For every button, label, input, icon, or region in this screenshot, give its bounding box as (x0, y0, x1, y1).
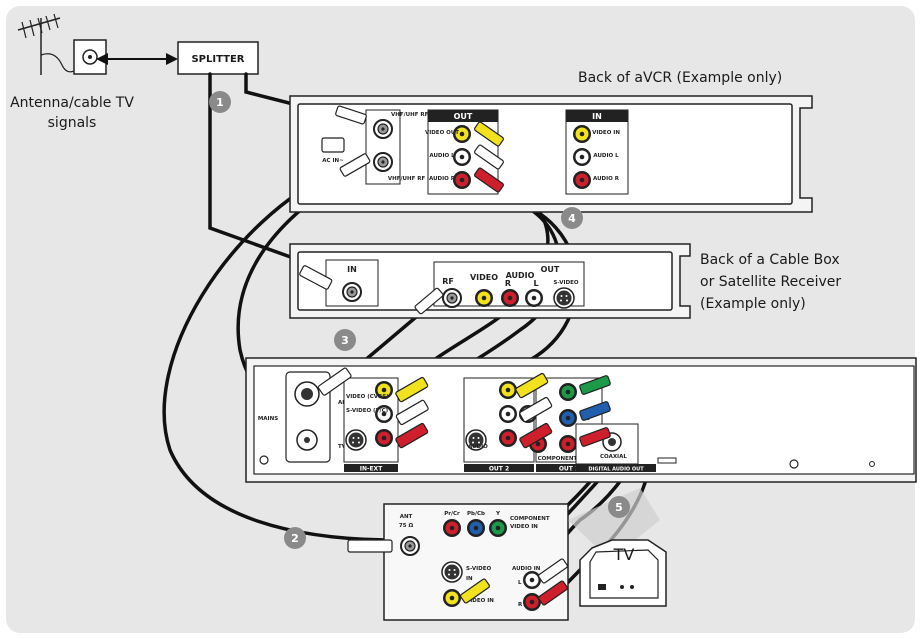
recorder-digital-audio-label: DIGITAL AUDIO OUT (588, 467, 644, 473)
tv-r-label: R (518, 602, 523, 608)
vcr-rf-out-label: VHF/UHF RF OUT (388, 176, 440, 182)
cablebox-out-label: OUT (541, 265, 560, 274)
svg-text:1: 1 (216, 96, 224, 109)
vcr-audio-r-label: AUDIO R (429, 176, 456, 182)
signal-arrow-icon (96, 53, 178, 65)
svg-text:5: 5 (615, 501, 623, 514)
tv-audioin-label: AUDIO IN (512, 566, 541, 572)
recorder-plugs (317, 367, 611, 449)
tv-y-label: Y (495, 511, 501, 517)
svg-text:3: 3 (341, 334, 349, 347)
tv-highlight (568, 488, 660, 560)
tv-videoin-label: VIDEO IN (466, 598, 494, 604)
vcr-video-in-label: VIDEO IN (592, 130, 620, 136)
vcr-title: Back of aVCR (Example only) (578, 70, 782, 86)
cablebox-device: IN RF VIDEO AUDIO R L OUT S-VIDEO (289, 243, 691, 319)
recorder-audio-label: AUDIO (468, 444, 488, 450)
recorder-out1-label: OUT 1 (559, 466, 579, 473)
tv-svideo-label-2: IN (466, 576, 473, 582)
recorder-mains-label: MAINS (258, 416, 278, 422)
cablebox-audio-label: AUDIO (506, 271, 535, 280)
tv-panel: ANT 75 Ω Pr/Cr Pb/Cb Y COMPONENT VIDEO I… (347, 503, 569, 621)
tv-component-label-1: COMPONENT (510, 516, 550, 522)
vcr-device: VHF/UHF RF IN VHF/UHF RF OUT AC IN~ OUT … (289, 95, 813, 213)
svg-text:2: 2 (291, 532, 299, 545)
step-badge-3: 3 (334, 329, 356, 351)
step-badge-2: 2 (284, 527, 306, 549)
ac-socket-icon (321, 137, 345, 153)
recorder-tv-label: TV (338, 444, 347, 450)
cablebox-l-label: L (533, 279, 538, 288)
recorder-out2-label: OUT 2 (489, 466, 509, 473)
svg-text:4: 4 (568, 212, 576, 225)
vcr-in-audio-l-label: AUDIO L (593, 153, 619, 159)
tv-label: TV (613, 545, 635, 564)
tv-l-label: L (518, 580, 522, 586)
antenna-label-line1: Antenna/cable TV (10, 95, 134, 111)
vcr-ac-label: AC IN~ (322, 158, 344, 164)
vcr-plugs (335, 105, 504, 193)
recorder-component-label: COMPONENT VIDEO (538, 456, 599, 462)
splitter-box: SPLITTER (177, 41, 259, 75)
cablebox-rf-label: RF (442, 277, 454, 286)
step-badge-1: 1 (209, 91, 231, 113)
tv-ohm-label: 75 Ω (399, 523, 414, 529)
cablebox-title-line3: (Example only) (700, 296, 806, 312)
antenna-label-line2: signals (48, 115, 97, 131)
vcr-out-header: OUT (454, 112, 473, 121)
vcr-in-header: IN (592, 112, 602, 121)
step-badge-4: 4 (561, 207, 583, 229)
cablebox-title-line1: Back of a Cable Box (700, 252, 840, 268)
tv-component-label-2: VIDEO IN (510, 524, 538, 530)
cable-splitter-to-cablebox (208, 72, 312, 266)
cablebox-title-line2: or Satellite Receiver (700, 274, 841, 290)
splitter-label: SPLITTER (191, 54, 244, 65)
cablebox-svideo-label: S-VIDEO (553, 280, 578, 286)
tv-icon: TV (579, 539, 667, 607)
vcr-rf-in-label: VHF/UHF RF IN (391, 112, 437, 118)
tv-svideo-label-1: S-VIDEO (466, 566, 491, 572)
tv-ant-label: ANT (400, 514, 413, 520)
vcr-in-audio-r-label: AUDIO R (593, 176, 620, 182)
recorder-svideo-label: S-VIDEO (Y/C) (346, 408, 389, 414)
recorder-coaxial-label: COAXIAL (600, 454, 627, 460)
tv-pbcb-label: Pb/Cb (467, 511, 485, 517)
wall-outlet-icon (73, 39, 107, 75)
vcr-video-out-label: VIDEO OUT (425, 130, 459, 136)
vcr-audio-l-label: AUDIO L (429, 153, 455, 159)
recorder-cvbs-label: VIDEO (CVBS) (346, 394, 389, 400)
tv-prcr-label: Pr/Cr (444, 511, 460, 517)
cablebox-in-label: IN (347, 265, 357, 274)
cablebox-r-label: R (505, 279, 511, 288)
cablebox-video-label: VIDEO (470, 273, 498, 282)
step-badge-5: 5 (608, 496, 630, 518)
recorder-inext-label: IN-EXT (360, 466, 383, 473)
